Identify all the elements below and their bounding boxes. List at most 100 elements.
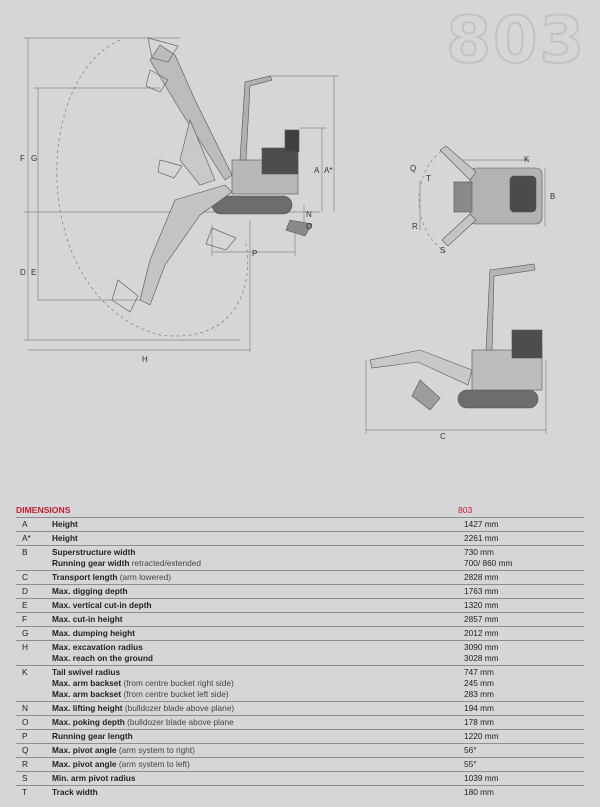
row-value: 1039 mm <box>464 773 499 783</box>
row-label-line: Height <box>52 519 464 530</box>
row-label-line: Max. arm backset (from centre bucket lef… <box>52 689 464 700</box>
row-note: (bulldozer blade above plane) <box>124 703 235 713</box>
dim-label-c: C <box>440 432 446 441</box>
row-label-line: Max. arm backset (from centre bucket rig… <box>52 678 464 689</box>
row-value: 1320 mm <box>464 600 499 610</box>
row-label-line: Max. vertical cut-in depth <box>52 600 464 611</box>
row-value: 700/ 860 mm <box>464 558 513 568</box>
row-code: A <box>22 519 28 529</box>
row-value: 1427 mm <box>464 519 499 529</box>
dim-label-b: B <box>550 192 556 201</box>
row-value: 2012 mm <box>464 628 499 638</box>
row-values: 178 mm <box>464 717 584 728</box>
row-value: 2828 mm <box>464 572 499 582</box>
row-label: Max. arm backset <box>52 678 122 688</box>
row-code: S <box>22 773 28 783</box>
row-value: 56° <box>464 745 477 755</box>
row-label: Superstructure width <box>52 547 136 557</box>
row-code: P <box>22 731 28 741</box>
row-label: Max. pivot angle <box>52 745 117 755</box>
row-code: Q <box>22 745 29 755</box>
row-value: 245 mm <box>464 678 494 688</box>
dim-label-r: R <box>412 222 418 231</box>
row-label-line: Max. dumping height <box>52 628 464 639</box>
row-label: Max. poking depth <box>52 717 125 727</box>
row-values: 55° <box>464 759 584 770</box>
row-values: 1220 mm <box>464 731 584 742</box>
row-labels: Max. digging depth <box>52 586 464 597</box>
dim-label-k: K <box>524 155 530 164</box>
dim-label-n: N <box>306 210 312 219</box>
row-label: Max. excavation radius <box>52 642 143 652</box>
row-label: Max. reach on the ground <box>52 653 153 663</box>
row-label-line: Height <box>52 533 464 544</box>
row-note: (from centre bucket left side) <box>123 689 229 699</box>
row-label-line: Max. pivot angle (arm system to left) <box>52 759 464 770</box>
row-code: N <box>22 703 28 713</box>
row-values: 2261 mm <box>464 533 584 544</box>
dim-label-d: D <box>20 268 26 277</box>
row-labels: Track width <box>52 787 464 798</box>
row-values: 2012 mm <box>464 628 584 639</box>
table-header-model: 803 <box>458 505 473 515</box>
table-header: DIMENSIONS 803 <box>16 503 584 517</box>
dim-label-f: F <box>20 154 25 163</box>
dim-label-o: O <box>306 222 313 231</box>
row-labels: Max. dumping height <box>52 628 464 639</box>
row-label: Max. digging depth <box>52 586 128 596</box>
row-value: 3028 mm <box>464 653 499 663</box>
row-label: Max. lifting height <box>52 703 123 713</box>
row-code: O <box>22 717 29 727</box>
dim-label-e: E <box>31 268 37 277</box>
table-row: N Max. lifting height (bulldozer blade ab… <box>16 701 584 715</box>
row-labels: Min. arm pivot radius <box>52 773 464 784</box>
row-label-line: Running gear width retracted/extended <box>52 558 464 569</box>
table-row: O Max. poking depth (bulldozer blade abov… <box>16 715 584 729</box>
model-watermark: 803 <box>445 3 586 79</box>
row-label: Track width <box>52 787 98 797</box>
row-labels: Max. poking depth (bulldozer blade above… <box>52 717 464 728</box>
row-label-line: Max. poking depth (bulldozer blade above… <box>52 717 464 728</box>
row-label: Transport length <box>52 572 118 582</box>
row-code: E <box>22 600 28 610</box>
row-label: Tail swivel radius <box>52 667 121 677</box>
row-label: Height <box>52 519 78 529</box>
row-label-line: Max. excavation radius <box>52 642 464 653</box>
row-code: D <box>22 586 28 596</box>
row-labels: Max. pivot angle (arm system to right) <box>52 745 464 756</box>
row-value: 2261 mm <box>464 533 499 543</box>
row-value: 1220 mm <box>464 731 499 741</box>
row-code: A* <box>22 533 31 543</box>
row-value: 283 mm <box>464 689 494 699</box>
row-labels: Max. pivot angle (arm system to left) <box>52 759 464 770</box>
row-value: 3090 mm <box>464 642 499 652</box>
row-code: K <box>22 667 28 677</box>
dim-label-q: Q <box>410 164 417 173</box>
row-label-line: Min. arm pivot radius <box>52 773 464 784</box>
row-value: 747 mm <box>464 667 494 677</box>
row-note: (arm system to right) <box>118 745 195 755</box>
row-label-line: Transport length (arm lowered) <box>52 572 464 583</box>
row-labels: Height <box>52 519 464 530</box>
dim-label-a-star: A* <box>324 166 333 175</box>
row-note: (bulldozer blade above plane <box>127 717 234 727</box>
dim-label-g: G <box>31 154 38 163</box>
table-header-label: DIMENSIONS <box>16 505 71 515</box>
row-labels: Transport length (arm lowered) <box>52 572 464 583</box>
